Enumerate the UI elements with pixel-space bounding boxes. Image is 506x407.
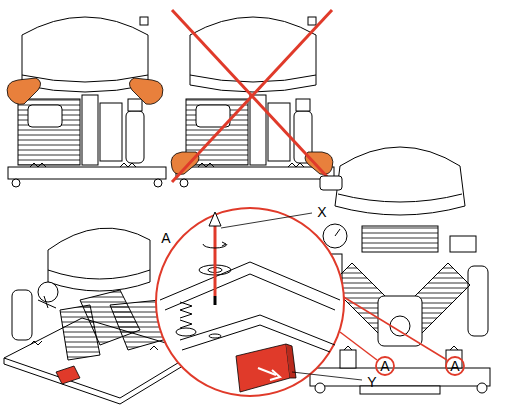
- correct-lift-view: [7, 17, 166, 187]
- detail-circle: [156, 208, 362, 396]
- callout-letter: A: [380, 359, 389, 373]
- callout-letter: A: [161, 231, 170, 245]
- callout-letter: X: [317, 205, 326, 219]
- callout-letter: A: [450, 359, 459, 373]
- detail-leaders: [340, 296, 447, 360]
- wrong-lift-view: [171, 10, 334, 187]
- callout-letter: Y: [367, 375, 376, 389]
